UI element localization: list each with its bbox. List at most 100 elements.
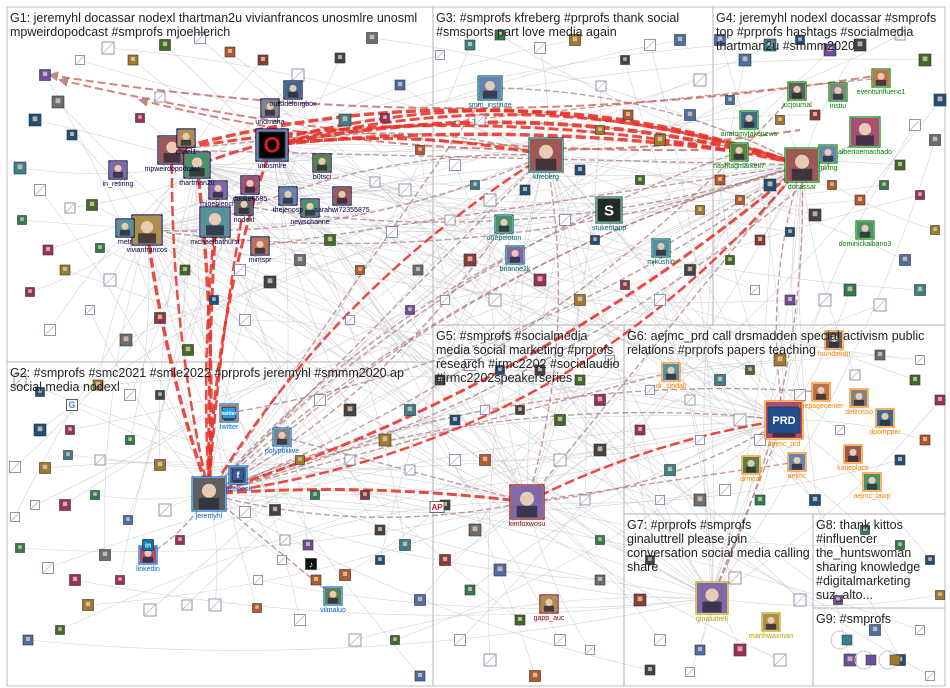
- graph-node[interactable]: [735, 195, 745, 205]
- graph-node[interactable]: [39, 462, 51, 474]
- graph-node[interactable]: [644, 39, 656, 51]
- node-ginaluttrell[interactable]: [695, 581, 729, 615]
- graph-node[interactable]: [59, 264, 71, 276]
- graph-node[interactable]: [574, 164, 586, 176]
- graph-node[interactable]: [554, 634, 566, 646]
- graph-node[interactable]: [714, 34, 726, 46]
- graph-node[interactable]: [745, 365, 755, 375]
- graph-node[interactable]: [464, 584, 476, 596]
- graph-node[interactable]: [605, 355, 615, 365]
- graph-node[interactable]: [645, 555, 655, 565]
- graph-node[interactable]: [155, 390, 165, 400]
- graph-node[interactable]: [585, 645, 595, 655]
- graph-node[interactable]: [143, 603, 157, 617]
- graph-node[interactable]: [684, 394, 696, 406]
- graph-node[interactable]: [860, 525, 870, 535]
- graph-node[interactable]: [42, 562, 54, 574]
- graph-node[interactable]: [534, 42, 546, 54]
- graph-node[interactable]: [654, 134, 666, 146]
- graph-node[interactable]: [909, 119, 921, 131]
- node-vilmaluo[interactable]: [323, 586, 343, 606]
- graph-node[interactable]: [69, 574, 81, 586]
- graph-node[interactable]: [135, 113, 145, 123]
- graph-node[interactable]: [194, 32, 206, 44]
- graph-node[interactable]: [28, 113, 42, 127]
- graph-node[interactable]: [622, 109, 634, 121]
- graph-node[interactable]: [488, 293, 502, 307]
- graph-node[interactable]: [398, 183, 412, 197]
- graph-node[interactable]: [644, 664, 656, 676]
- graph-node[interactable]: [339, 569, 351, 581]
- graph-node[interactable]: [914, 284, 926, 296]
- node-brianne2k[interactable]: [505, 245, 525, 265]
- graph-node[interactable]: [809, 109, 821, 121]
- graph-node[interactable]: [655, 495, 665, 505]
- graph-node[interactable]: [843, 283, 857, 297]
- graph-node[interactable]: [519, 184, 531, 196]
- node-gapp-auc[interactable]: [539, 594, 559, 614]
- graph-node[interactable]: [930, 225, 940, 235]
- node-katieplace[interactable]: [843, 444, 863, 464]
- graph-node[interactable]: [348, 633, 362, 647]
- graph-node[interactable]: [919, 434, 931, 446]
- graph-node[interactable]: [854, 194, 866, 206]
- node-anatomyfakenews[interactable]: [739, 110, 759, 130]
- graph-node[interactable]: [808, 208, 822, 222]
- node-dpompper[interactable]: [875, 408, 895, 428]
- graph-node[interactable]: [809, 494, 821, 506]
- node-marthwaxman[interactable]: [761, 612, 781, 632]
- graph-node[interactable]: [773, 353, 787, 367]
- graph-node[interactable]: [386, 226, 398, 238]
- node-aejmc[interactable]: [787, 452, 807, 472]
- graph-node[interactable]: [775, 115, 785, 125]
- graph-node[interactable]: [793, 593, 807, 607]
- graph-node[interactable]: [101, 41, 115, 55]
- node-albertoemachado[interactable]: [849, 116, 881, 148]
- graph-node[interactable]: [925, 555, 935, 565]
- graph-node[interactable]: [918, 53, 932, 67]
- graph-node[interactable]: [684, 264, 696, 276]
- graph-node[interactable]: [360, 490, 370, 500]
- graph-node[interactable]: [123, 515, 133, 525]
- graph-node[interactable]: [553, 453, 567, 467]
- graph-node[interactable]: [449, 414, 461, 426]
- graph-node[interactable]: [51, 95, 65, 109]
- graph-node[interactable]: [380, 113, 390, 123]
- graph-node[interactable]: [794, 389, 806, 401]
- graph-node[interactable]: [654, 294, 666, 306]
- graph-node[interactable]: [263, 275, 277, 289]
- node-smm-institute[interactable]: [477, 75, 503, 101]
- graph-node[interactable]: [154, 91, 166, 103]
- graph-node[interactable]: [685, 667, 695, 677]
- graph-node[interactable]: [86, 199, 98, 211]
- graph-node[interactable]: [34, 184, 46, 196]
- graph-node[interactable]: [849, 369, 861, 381]
- graph-node[interactable]: [294, 254, 306, 266]
- graph-node[interactable]: [593, 443, 607, 457]
- graph-node[interactable]: [754, 494, 766, 506]
- graph-node[interactable]: [843, 653, 857, 667]
- graph-node[interactable]: [773, 653, 787, 667]
- graph-node[interactable]: [209, 295, 219, 305]
- graph-node[interactable]: [440, 295, 450, 305]
- graph-node[interactable]: [634, 424, 646, 436]
- graph-node[interactable]: [158, 503, 172, 517]
- graph-node[interactable]: [435, 50, 445, 60]
- graph-node[interactable]: [835, 425, 845, 435]
- graph-node[interactable]: [279, 534, 291, 546]
- graph-node[interactable]: [674, 34, 686, 46]
- graph-node[interactable]: [569, 34, 581, 46]
- graph-node[interactable]: [929, 134, 941, 146]
- graph-node[interactable]: [654, 634, 666, 646]
- graph-node[interactable]: [324, 234, 336, 246]
- graph-node[interactable]: [754, 234, 766, 246]
- node-dr-sindall[interactable]: [661, 362, 681, 382]
- graph-node[interactable]: [714, 374, 726, 386]
- graph-node[interactable]: [693, 73, 707, 87]
- graph-node[interactable]: [635, 175, 645, 185]
- self-loop-node[interactable]: [854, 650, 877, 670]
- graph-node[interactable]: [719, 484, 731, 496]
- graph-node[interactable]: [725, 95, 735, 105]
- graph-node[interactable]: [390, 635, 400, 645]
- graph-node[interactable]: [579, 494, 591, 506]
